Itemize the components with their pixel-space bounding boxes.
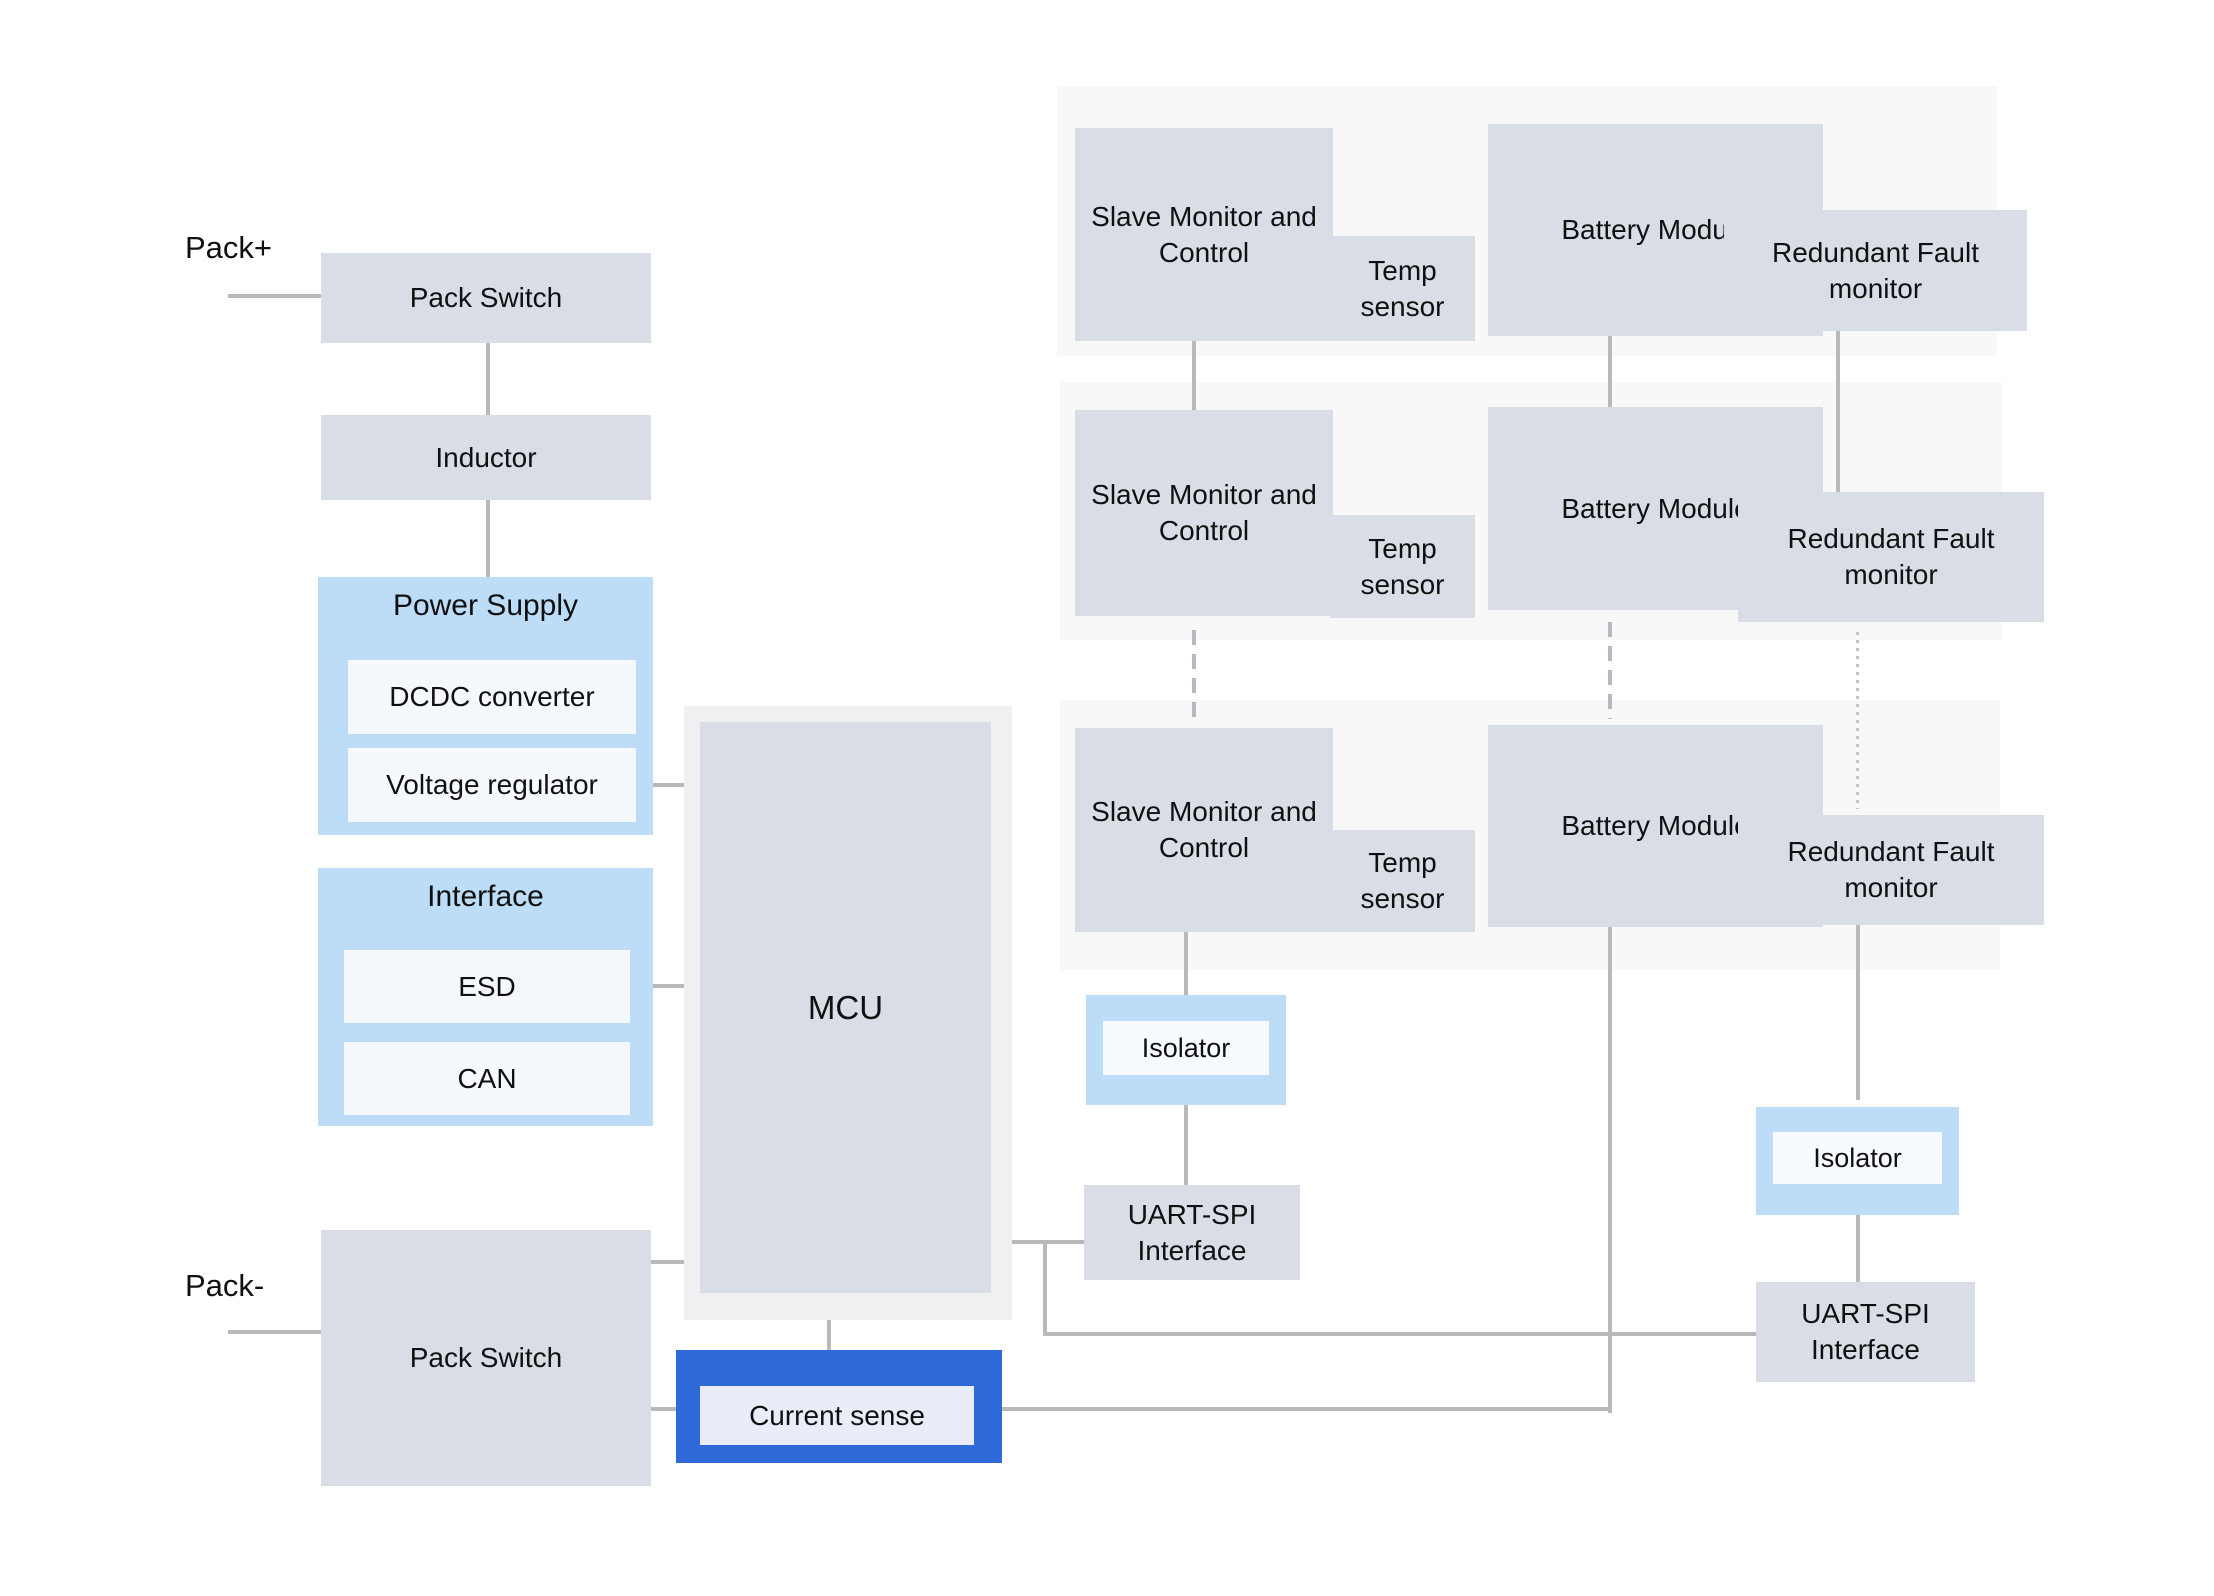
connector-packminus-packswitch <box>228 1330 321 1334</box>
connector-battery-row1-row2 <box>1608 336 1612 407</box>
dcdc-converter-box: DCDC converter <box>348 660 636 734</box>
slave-monitor-box-row3: Slave Monitor and Control <box>1075 728 1333 932</box>
redundant-fault-monitor-box-row2: Redundant Fault monitor <box>1738 492 2044 622</box>
connector-inductor-powersupply <box>486 500 490 577</box>
connector-powersupply-mcu <box>653 783 700 787</box>
connector-battery-row3-currentsense <box>1608 927 1612 1413</box>
isolator-box-right: Isolator <box>1773 1132 1942 1184</box>
connector-packswitch-inductor <box>486 343 490 415</box>
voltage-regulator-box: Voltage regulator <box>348 748 636 822</box>
inductor-box: Inductor <box>321 415 651 500</box>
connector-packplus-packswitch <box>228 294 321 298</box>
slave-monitor-box-row2: Slave Monitor and Control <box>1075 410 1333 616</box>
connector-currentsense-batterystack <box>1002 1407 1612 1411</box>
connector-isolator-uartspi-left <box>1184 1105 1188 1185</box>
connector-battery-row2-row3-dashed <box>1608 622 1612 719</box>
redundant-fault-monitor-box-row3: Redundant Fault monitor <box>1738 815 2044 925</box>
connector-mcu-currentsense <box>827 1293 831 1350</box>
temp-sensor-box-row1: Temp sensor <box>1330 236 1475 341</box>
connector-slave-row2-row3-dashed <box>1192 630 1196 722</box>
pack-switch-top-box: Pack Switch <box>321 253 651 343</box>
isolator-box-left: Isolator <box>1103 1021 1269 1075</box>
connector-slave-row3-isolator <box>1184 932 1188 995</box>
can-box: CAN <box>344 1042 630 1115</box>
mcu-box: MCU <box>700 722 991 1293</box>
connector-packswitch2-currentsense <box>651 1407 678 1411</box>
temp-sensor-box-row3: Temp sensor <box>1330 830 1475 932</box>
pack-minus-label: Pack- <box>185 1268 265 1303</box>
connector-redundant-row3-isolator <box>1856 925 1860 1100</box>
connector-mcu-uartspi-left <box>1012 1240 1084 1244</box>
current-sense-box: Current sense <box>700 1386 974 1445</box>
esd-box: ESD <box>344 950 630 1023</box>
pack-plus-label: Pack+ <box>185 230 273 265</box>
connector-slave-row1-row2 <box>1192 341 1196 410</box>
connector-interface-mcu <box>653 984 700 988</box>
connector-mcu-uartspi-right <box>1043 1332 1756 1336</box>
uart-spi-interface-box-left: UART-SPI Interface <box>1084 1185 1300 1280</box>
connector-isolator-uartspi-right <box>1856 1215 1860 1282</box>
connector-packswitch2-mcu <box>651 1260 700 1264</box>
connector-mcu-branch-vertical <box>1043 1240 1047 1336</box>
connector-redundant-row1-row2 <box>1836 331 1840 492</box>
pack-switch-bottom-box: Pack Switch <box>321 1230 651 1486</box>
power-supply-title: Power Supply <box>392 589 579 622</box>
temp-sensor-box-row2: Temp sensor <box>1330 515 1475 618</box>
interface-title: Interface <box>427 880 544 913</box>
redundant-fault-monitor-box-row1: Redundant Fault monitor <box>1724 210 2027 331</box>
connector-redundant-row2-row3-dotted <box>1856 632 1859 809</box>
uart-spi-interface-box-right: UART-SPI Interface <box>1756 1282 1975 1382</box>
slave-monitor-box-row1: Slave Monitor and Control <box>1075 128 1333 341</box>
